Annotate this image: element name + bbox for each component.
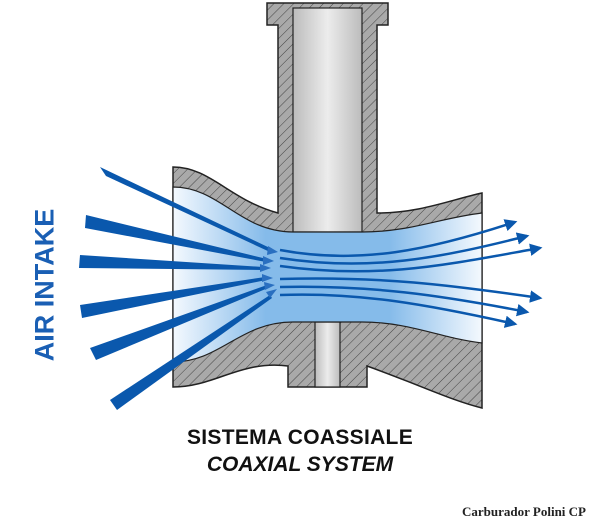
intake-arrow [110,295,272,410]
outflow-arrows [279,219,543,328]
outflow-arrow [279,232,530,265]
intake-arrow [100,167,272,252]
title-italian: SISTEMA COASSIALE [186,426,413,449]
air-intake-label: AIR INTAKE [29,208,60,362]
outflow-arrow [279,293,518,328]
intake-arrows [79,167,272,410]
intake-arrow [85,215,267,262]
caption: Carburador Polini CP [462,504,586,519]
intake-arrow [90,285,268,360]
fuel-tube-bore [292,7,363,233]
title-english: COAXIAL SYSTEM [206,453,394,476]
bottom-tube-bore [314,321,341,388]
air-channel [172,186,483,363]
intake-arrow [79,255,263,270]
intake-arrowheads [260,246,278,298]
outflow-arrow [279,277,543,303]
outflow-arrow [279,243,543,273]
outflow-arrow [279,219,518,258]
outflow-arrow [279,285,530,317]
intake-arrow [80,277,266,318]
